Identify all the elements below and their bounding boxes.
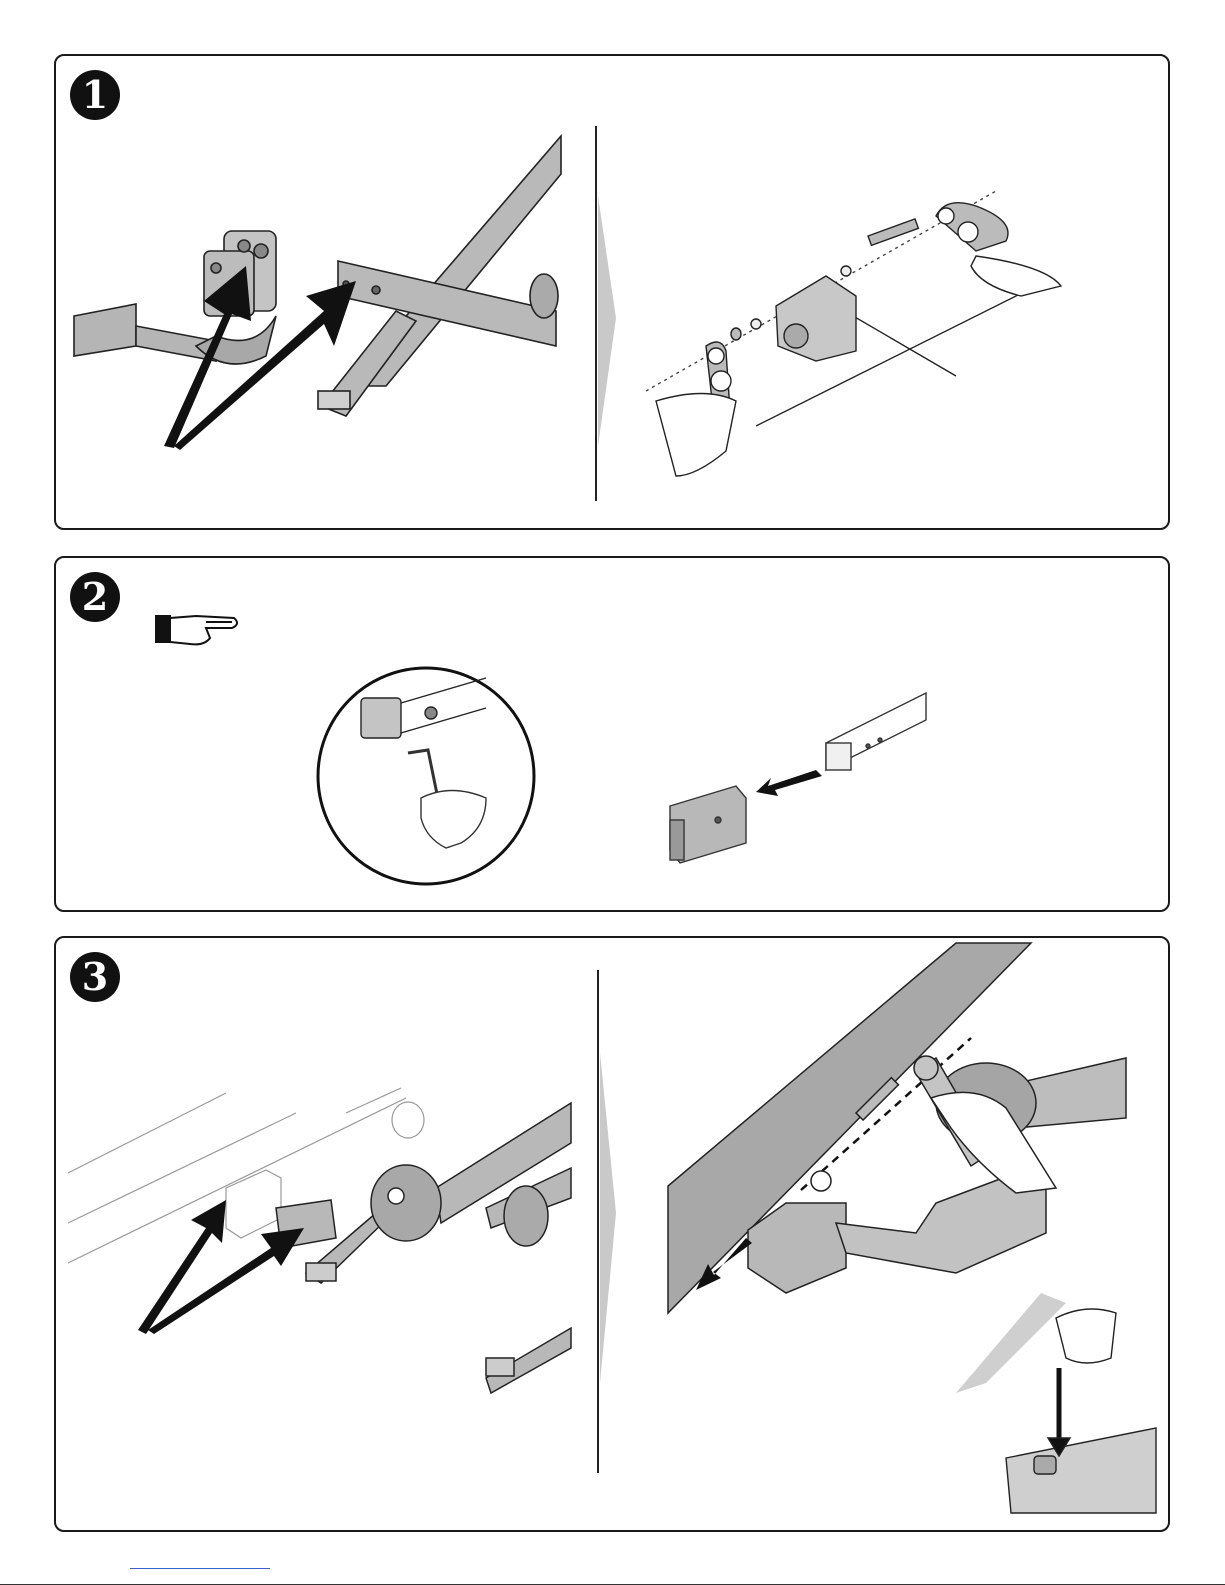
axle-assembly-drawing xyxy=(276,1103,571,1393)
frame-outline-drawing xyxy=(68,1088,424,1263)
end-cap-drawing xyxy=(670,786,746,863)
footer-link-underline[interactable] xyxy=(130,1568,270,1569)
step-1-illustration xyxy=(56,56,1170,530)
seat-frame-drawing xyxy=(318,136,561,416)
pointing-hand-icon xyxy=(156,616,237,644)
step-2-panel: 2 xyxy=(54,556,1170,912)
step-3-panel: 3 xyxy=(54,936,1170,1532)
separator-arrow xyxy=(598,970,616,1473)
step-3-illustration xyxy=(56,938,1170,1532)
closeup-drawing xyxy=(668,943,1126,1313)
bolt-assembly-drawing xyxy=(646,191,1061,476)
step-2-illustration xyxy=(56,558,1170,912)
separator-arrow xyxy=(596,126,616,501)
step-1-panel: 1 xyxy=(54,54,1170,530)
callout-arrow-icon xyxy=(756,770,822,796)
detail-circle-icon xyxy=(318,668,534,884)
tube-drawing xyxy=(826,693,926,770)
